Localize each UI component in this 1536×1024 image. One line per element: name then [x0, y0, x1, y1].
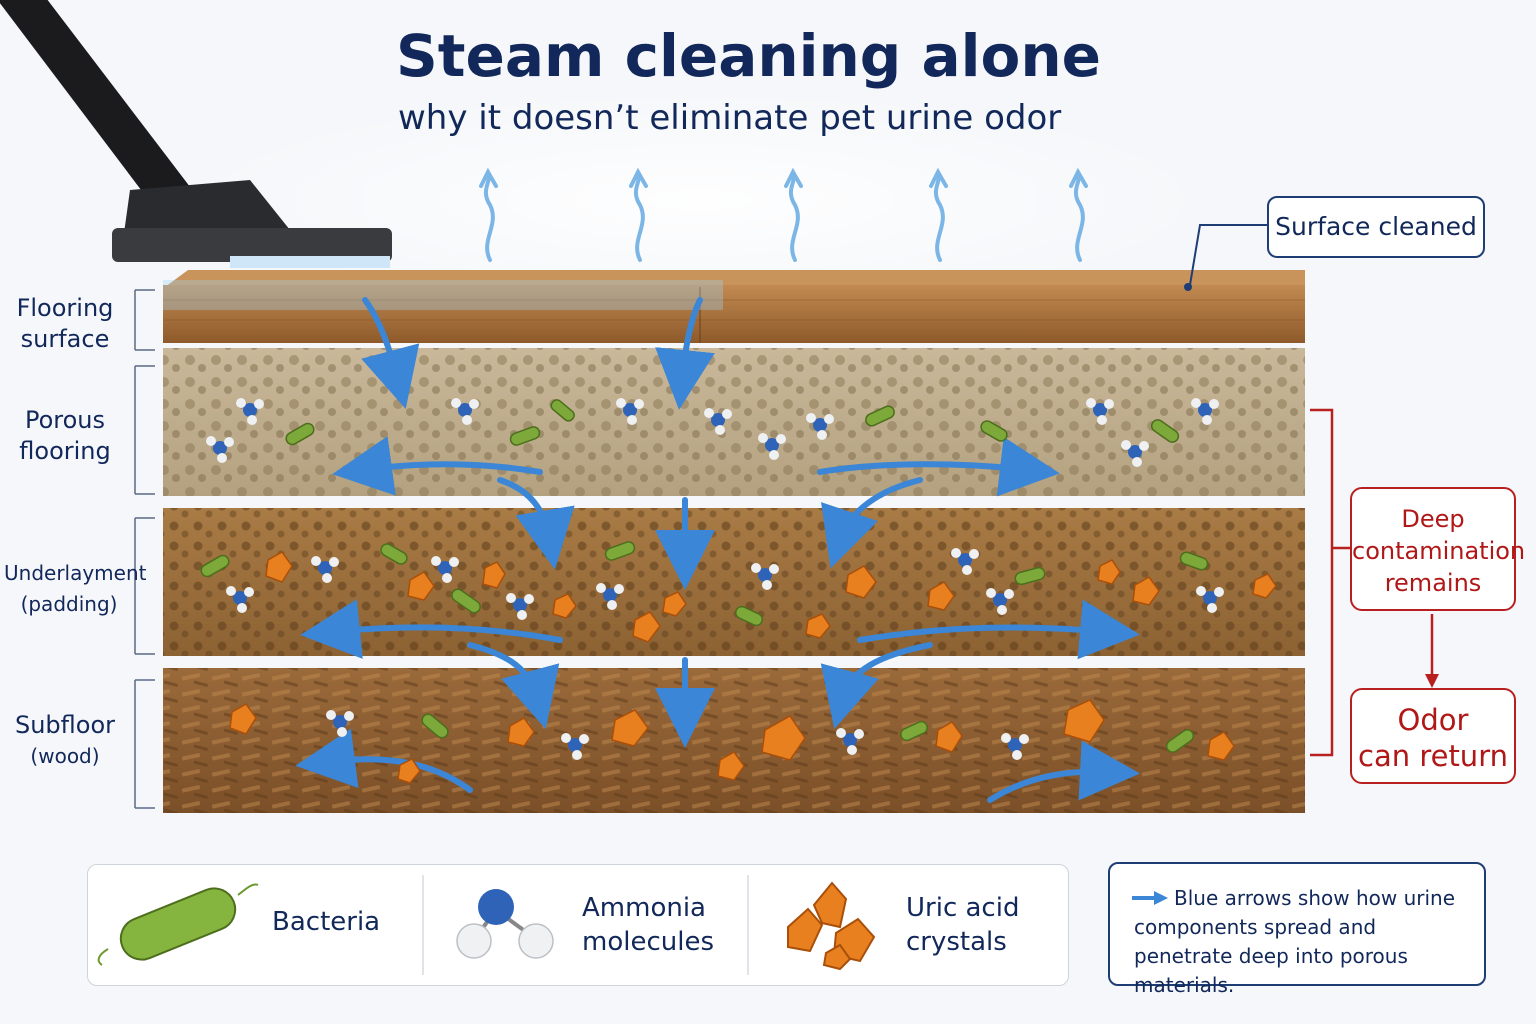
penetration-arrows	[295, 297, 1140, 803]
legend-line: Uric acid	[906, 893, 1020, 923]
callout-line: Odor	[1397, 703, 1469, 737]
callout-line: Deep	[1401, 505, 1465, 533]
odor-arrow-head	[1425, 674, 1439, 688]
layer-label-flooring-surface: Flooring surface	[10, 293, 120, 355]
uric-acid-crystals-icon	[787, 881, 876, 971]
layer-brackets	[134, 289, 155, 809]
legend-icons	[97, 875, 876, 975]
layer-label-subfloor: Subfloor (wood)	[10, 710, 120, 772]
layer-label-line: Flooring	[16, 294, 114, 322]
steam-cloud	[180, 90, 1220, 310]
bacteria-icon	[97, 883, 259, 966]
callout-line: contamination	[1352, 537, 1526, 565]
subfloor-layer	[163, 668, 1305, 813]
legend-line: Ammonia	[582, 893, 706, 923]
layer-label-line: (wood)	[30, 744, 100, 768]
surface-callout-leader	[1189, 224, 1268, 286]
note-text: Blue arrows show how urine components sp…	[1134, 886, 1456, 997]
legend-ammonia-label: Ammonia molecules	[582, 891, 714, 959]
ammonia-particles	[206, 398, 1224, 760]
bacteria-particles	[200, 399, 1209, 753]
deep-contamination-callout: Deep contamination remains	[1350, 487, 1526, 611]
surface-cleaned-callout: Surface cleaned	[1267, 196, 1485, 258]
blue-arrow-icon	[1132, 891, 1168, 905]
ammonia-icon	[456, 889, 554, 959]
legend: Bacteria Ammonia molecules Uric acid cry…	[87, 864, 1069, 986]
page-subtitle: why it doesn’t eliminate pet urine odor	[398, 98, 1062, 138]
layer-label-line: Porous	[24, 406, 106, 434]
uric-acid-particles	[229, 551, 1277, 784]
layer-label-underlayment: Underlayment (padding)	[4, 558, 147, 620]
legend-bacteria-label: Bacteria	[272, 907, 381, 937]
layer-label-line: surface	[20, 325, 110, 353]
layer-label-line: flooring	[19, 437, 111, 465]
odor-return-callout: Odor can return	[1350, 688, 1516, 784]
callout-line: can return	[1358, 739, 1508, 773]
arrow-explanation-note: Blue arrows show how urine components sp…	[1108, 862, 1486, 997]
page-title: Steam cleaning alone	[396, 22, 1102, 90]
layer-label-line: (padding)	[20, 592, 118, 616]
steam-wisps	[479, 167, 1088, 262]
callout-line: remains	[1384, 569, 1482, 597]
layer-label-line: Subfloor	[14, 711, 116, 739]
legend-line: molecules	[582, 927, 714, 957]
layer-label-porous-flooring: Porous flooring	[10, 405, 120, 467]
legend-line: crystals	[906, 927, 1007, 957]
contamination-bracket	[1310, 408, 1334, 757]
layer-label-line: Underlayment	[4, 561, 147, 585]
flooring-surface-layer	[163, 270, 1305, 343]
legend-uric-label: Uric acid crystals	[906, 891, 1019, 959]
surface-callout-dot	[1184, 283, 1192, 291]
porous-flooring-layer	[163, 348, 1305, 496]
steam-cleaner-nozzle-icon	[0, 0, 392, 268]
